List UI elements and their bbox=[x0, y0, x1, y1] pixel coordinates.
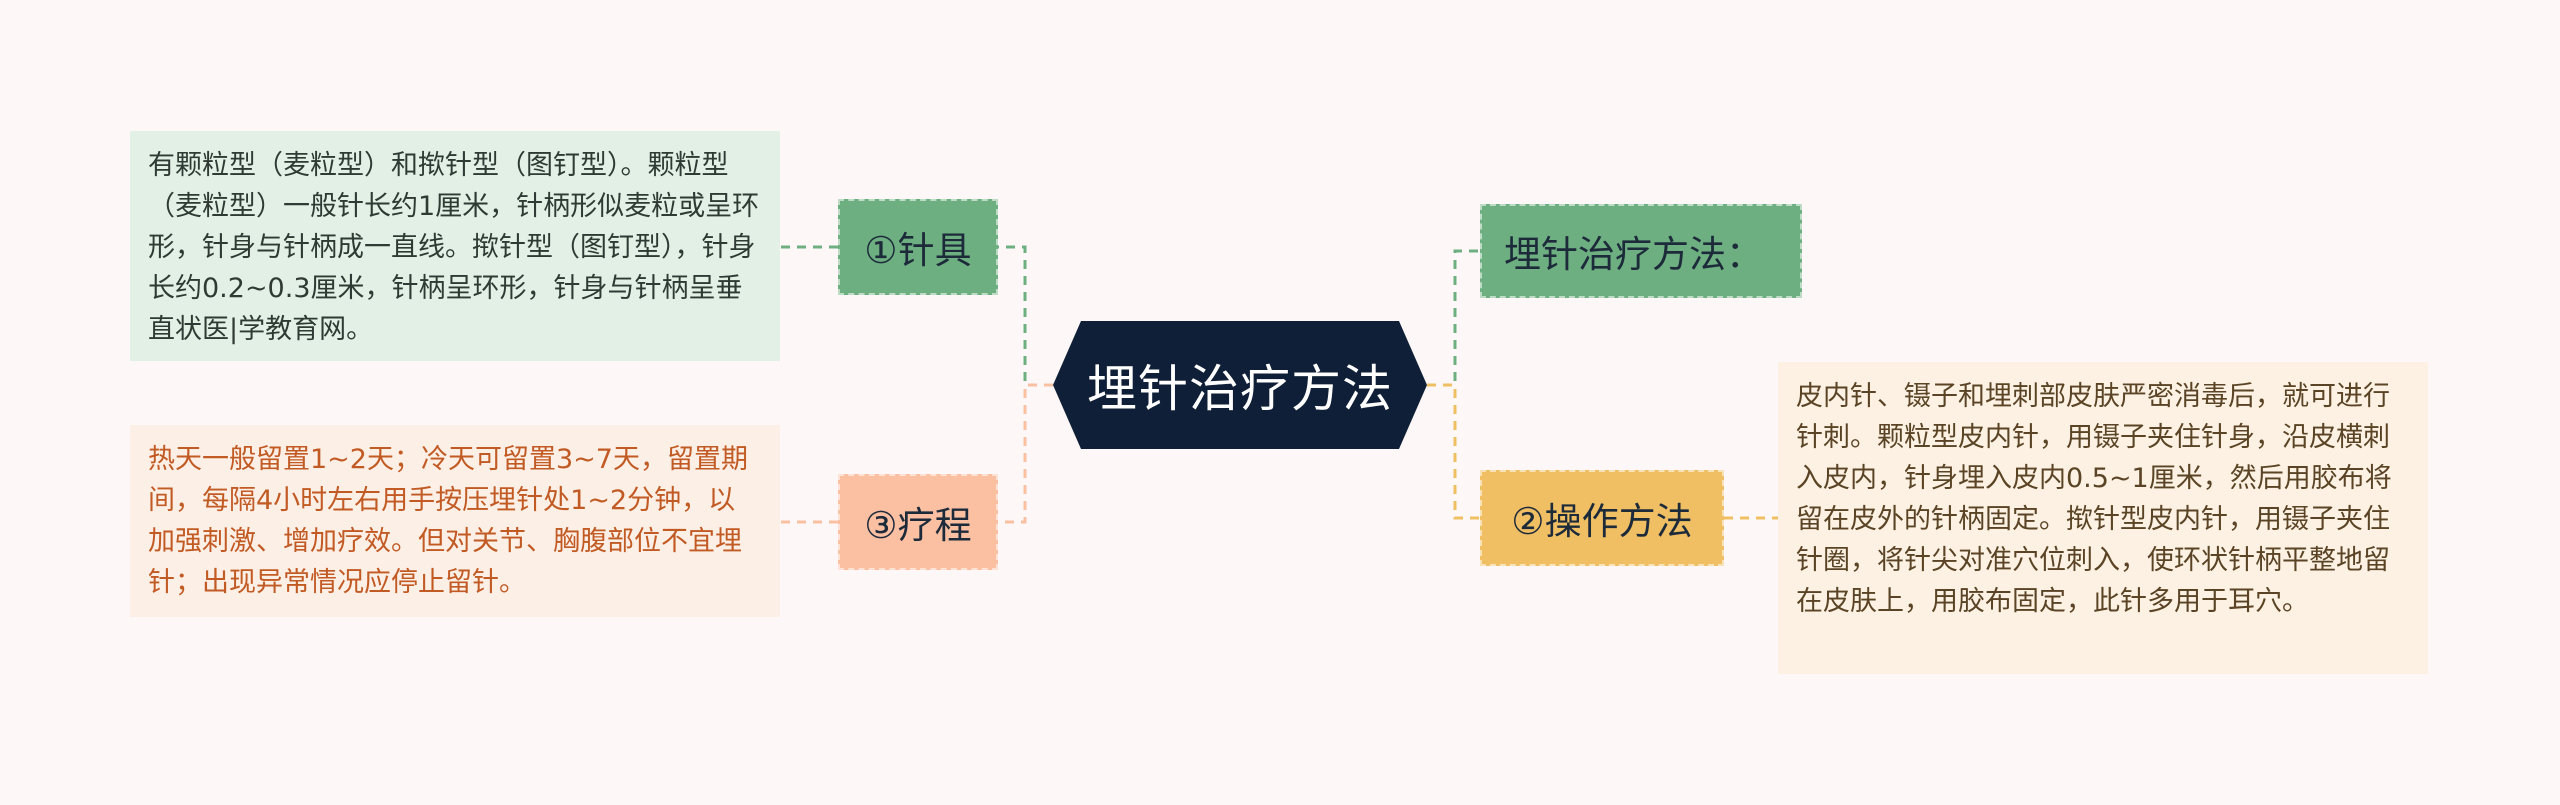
branch-method-label: 埋针治疗方法： bbox=[1504, 233, 1763, 276]
branch-method[interactable]: 埋针治疗方法： bbox=[1480, 204, 1802, 298]
branch-course[interactable]: ③疗程 bbox=[838, 474, 998, 570]
central-topic-label: 埋针治疗方法 bbox=[1087, 360, 1393, 418]
leaf-operate[interactable]: 皮内针、镊子和埋刺部皮肤严密消毒后，就可进行针刺。颗粒型皮内针，用镊子夹住针身，… bbox=[1778, 362, 2428, 674]
leaf-needle-text: 有颗粒型（麦粒型）和揿针型（图钉型）。颗粒型（麦粒型）一般针长约1厘米，针柄形似… bbox=[148, 150, 760, 345]
leaf-course-text: 热天一般留置1~2天；冷天可留置3~7天，留置期间，每隔4小时左右用手按压埋针处… bbox=[148, 444, 748, 598]
central-topic[interactable]: 埋针治疗方法 bbox=[1053, 321, 1427, 449]
leaf-needle[interactable]: 有颗粒型（麦粒型）和揿针型（图钉型）。颗粒型（麦粒型）一般针长约1厘米，针柄形似… bbox=[130, 131, 780, 361]
branch-operate-label: ②操作方法 bbox=[1511, 500, 1693, 543]
branch-needle-label: ①针具 bbox=[864, 229, 972, 272]
branch-course-label: ③疗程 bbox=[864, 504, 972, 547]
branch-operate[interactable]: ②操作方法 bbox=[1480, 470, 1724, 566]
branch-needle[interactable]: ①针具 bbox=[838, 199, 998, 295]
connector-central-method bbox=[1427, 249, 1480, 387]
leaf-course[interactable]: 热天一般留置1~2天；冷天可留置3~7天，留置期间，每隔4小时左右用手按压埋针处… bbox=[130, 425, 780, 617]
connector-central-operate bbox=[1427, 383, 1480, 520]
leaf-operate-text: 皮内针、镊子和埋刺部皮肤严密消毒后，就可进行针刺。颗粒型皮内针，用镊子夹住针身，… bbox=[1796, 381, 2392, 617]
connector-central-needle bbox=[998, 245, 1053, 387]
connector-central-course bbox=[998, 383, 1053, 524]
